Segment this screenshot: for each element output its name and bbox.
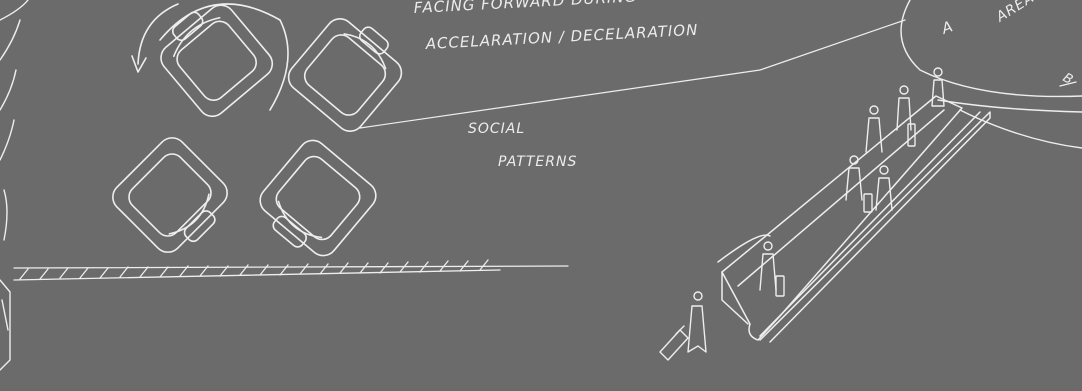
- seat-top-right: [283, 5, 414, 136]
- annotation-line-1: FACING FORWARD DURING: [413, 0, 637, 17]
- escalator: [718, 96, 990, 342]
- people-figures: [760, 68, 944, 296]
- person-with-suitcase: [660, 292, 706, 360]
- area-a-platform: [901, 0, 1082, 148]
- seat-bottom-right: [249, 135, 381, 268]
- area-label: AREA: [993, 0, 1038, 26]
- area-letter: A: [938, 17, 956, 38]
- left-edge-structure: [0, 0, 28, 370]
- seat-top-left: [149, 0, 278, 122]
- luggage: [864, 194, 872, 212]
- seat-bottom-left: [107, 132, 239, 264]
- person-figure: [866, 106, 882, 152]
- person-figure: [760, 242, 776, 290]
- rotating-seats-cluster: [107, 0, 413, 267]
- floor-rail: [14, 260, 568, 280]
- annotation-line-2: ACCELARATION / DECELARATION: [424, 21, 698, 53]
- luggage: [776, 276, 784, 296]
- social-patterns-line-2: PATTERNS: [498, 154, 577, 170]
- social-patterns-line-1: SOCIAL: [468, 121, 525, 137]
- rotation-arrow-arc: [138, 4, 178, 64]
